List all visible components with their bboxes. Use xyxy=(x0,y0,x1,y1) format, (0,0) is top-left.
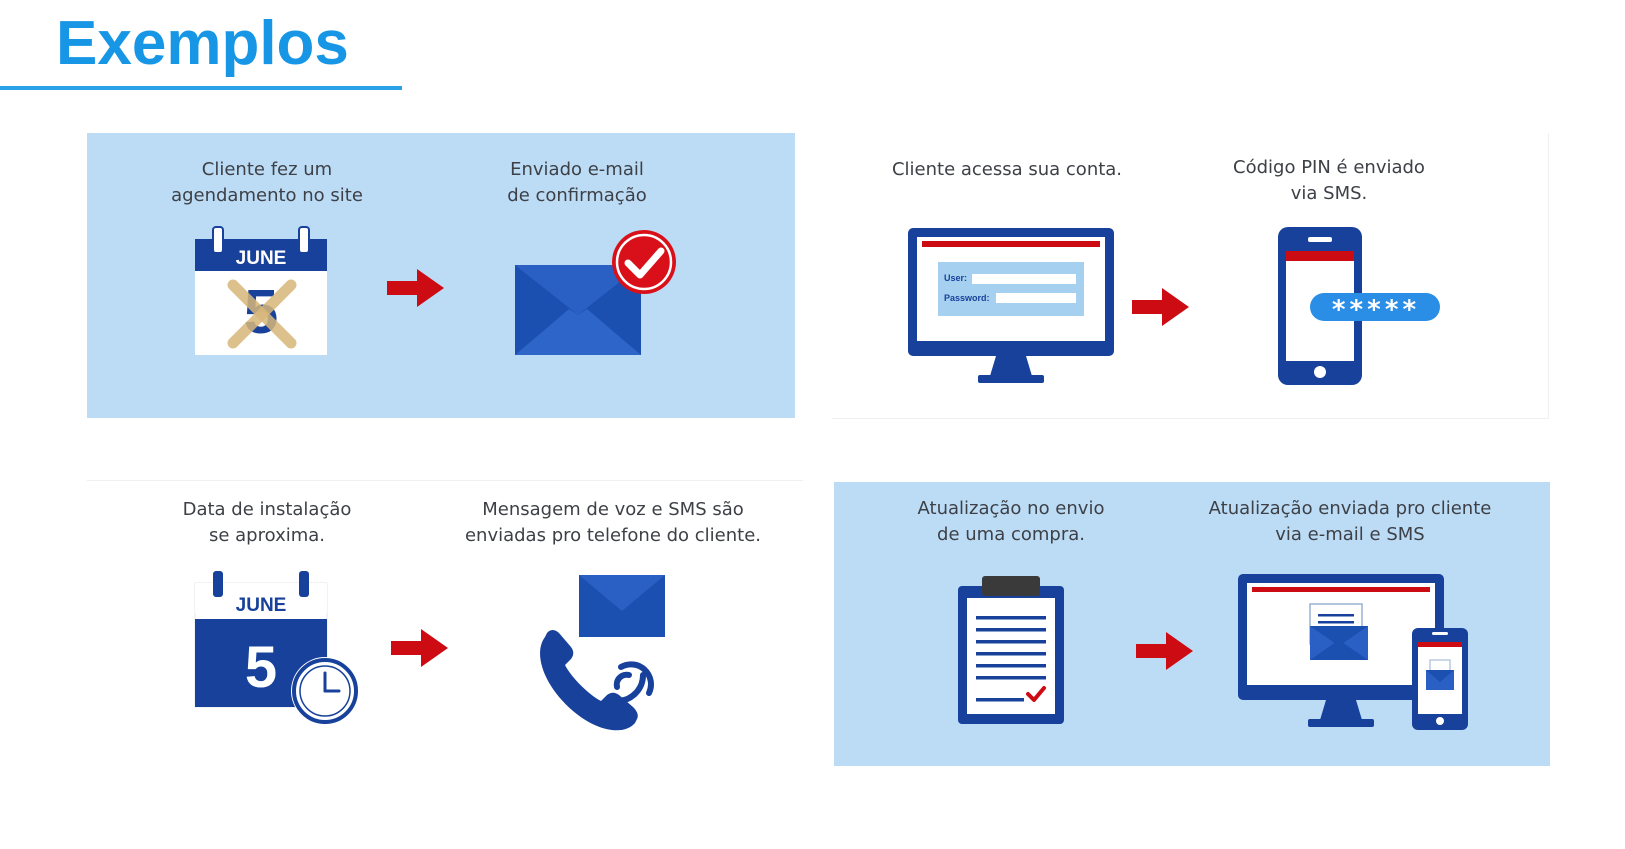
caption-step-1: Cliente fez um agendamento no site xyxy=(147,157,387,209)
caption-line: Atualização enviada pro cliente xyxy=(1208,498,1492,519)
caption-step-2: Mensagem de voz e SMS são enviadas pro t… xyxy=(463,497,763,549)
calendar-month: JUNE xyxy=(236,248,287,269)
caption-line: Cliente fez um xyxy=(201,159,333,180)
caption-line: via SMS. xyxy=(1290,183,1368,204)
user-label: User: xyxy=(944,273,967,283)
page-title: Exemplos xyxy=(56,9,349,78)
monitor-login-icon: User: Password: xyxy=(908,228,1114,383)
caption-line: Data de instalação xyxy=(182,499,352,520)
example-panel-appointment: Cliente fez um agendamento no site Envia… xyxy=(87,133,795,418)
clipboard-icon xyxy=(958,576,1064,724)
caption-step-1: Atualização no envio de uma compra. xyxy=(896,496,1126,548)
caption-line: de uma compra. xyxy=(937,524,1085,545)
calendar-icon: JUNE 5 xyxy=(195,226,327,355)
password-label: Password: xyxy=(944,293,990,303)
example-panel-installation: Data de instalação se aproxima. Mensagem… xyxy=(87,480,803,771)
caption-step-2: Atualização enviada pro cliente via e-ma… xyxy=(1190,496,1510,548)
caption-line: Enviado e-mail xyxy=(510,159,644,180)
caption-step-2: Enviado e-mail de confirmação xyxy=(477,157,677,209)
caption-line: via e-mail e SMS xyxy=(1275,524,1425,545)
caption-line: agendamento no site xyxy=(171,185,363,206)
voice-sms-icon xyxy=(540,575,665,731)
caption-line: enviadas pro telefone do cliente. xyxy=(464,525,762,546)
caption-line: se aproxima. xyxy=(208,525,326,546)
caption-step-2: Código PIN é enviado via SMS. xyxy=(1204,155,1454,207)
caption-line: Código PIN é enviado xyxy=(1233,157,1425,178)
caption-line: Atualização no envio xyxy=(917,498,1105,519)
title-underline xyxy=(0,86,402,90)
example-panel-login: Cliente acessa sua conta. Código PIN é e… xyxy=(832,133,1549,419)
example-panel-shipment: Atualização no envio de uma compra. Atua… xyxy=(834,482,1550,766)
smartphone-pin-icon: ***** xyxy=(1278,227,1440,385)
email-confirmed-icon xyxy=(515,230,676,355)
red-arrow xyxy=(1132,288,1189,326)
caption-line: Cliente acessa sua conta. xyxy=(891,159,1123,180)
caption-line: de confirmação xyxy=(507,185,647,206)
calendar-clock-icon: JUNE 5 xyxy=(194,571,359,725)
caption-step-1: Cliente acessa sua conta. xyxy=(862,157,1152,183)
red-arrow xyxy=(1136,632,1193,670)
caption-line: Mensagem de voz e SMS são xyxy=(482,499,744,520)
red-arrow xyxy=(387,269,444,307)
calendar-day: 5 xyxy=(245,635,277,700)
calendar-month: JUNE xyxy=(236,595,287,616)
pin-mask: ***** xyxy=(1331,295,1419,325)
red-arrow xyxy=(391,629,448,667)
monitor-phone-email-icon xyxy=(1238,574,1468,730)
caption-step-1: Data de instalação se aproxima. xyxy=(157,497,377,549)
